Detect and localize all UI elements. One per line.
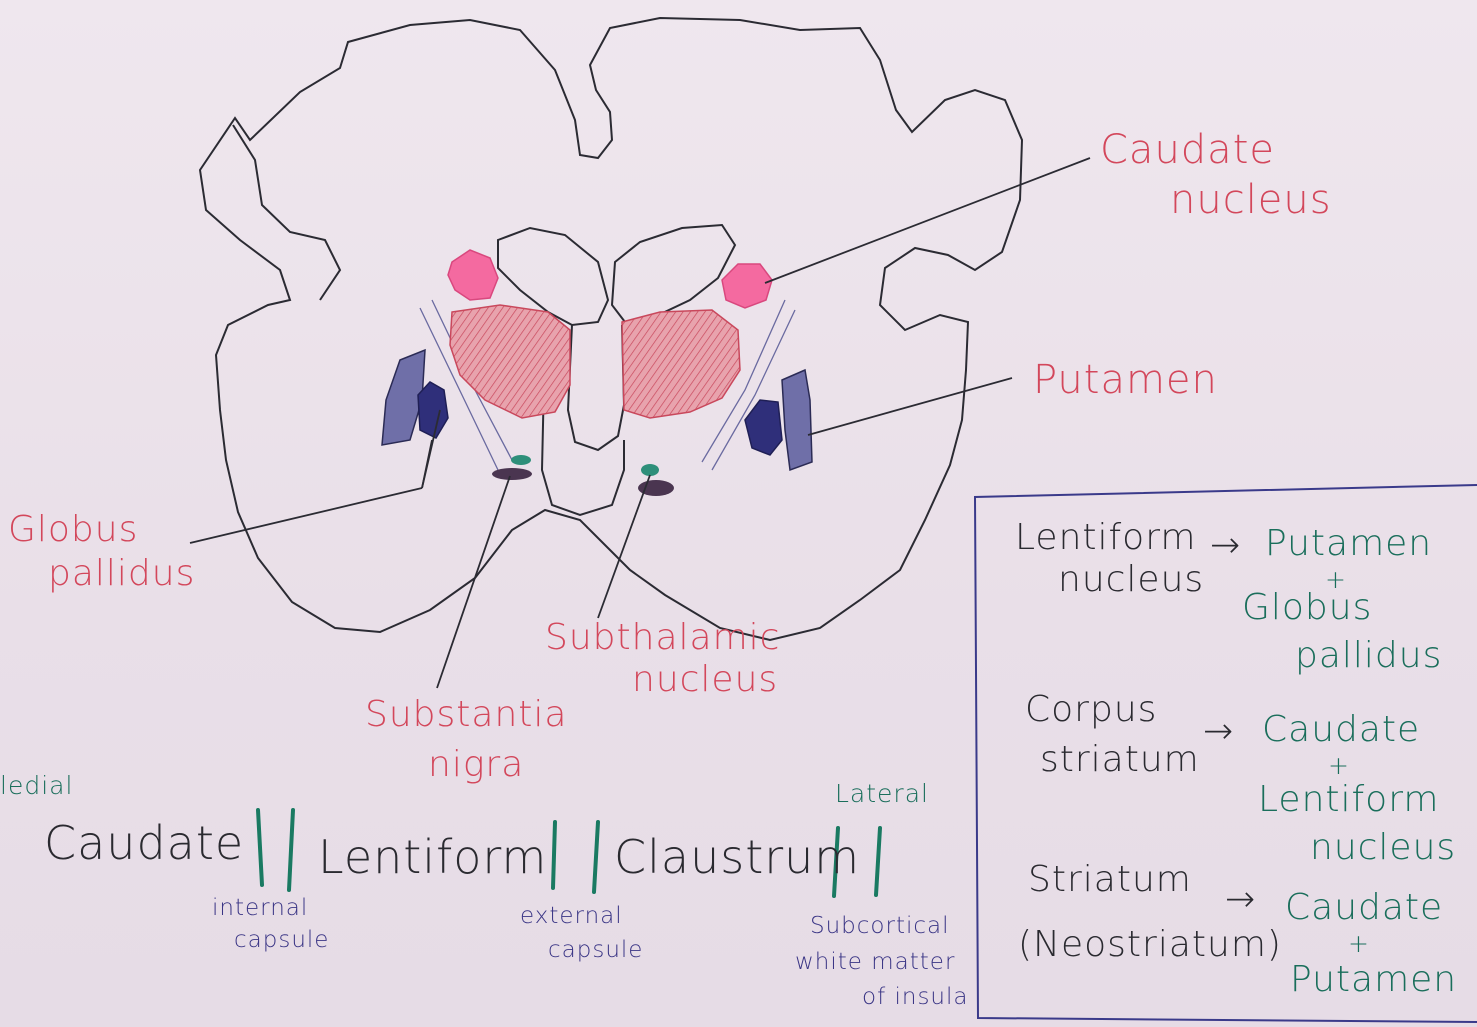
globus-pallidus-label-line1: Globus: [8, 510, 138, 550]
caudate-right: [722, 264, 772, 308]
insula-white-matter-label-line1: Subcortical: [810, 914, 950, 939]
def3-part-1: Caudate: [1285, 888, 1443, 928]
def1-term-line2: nucleus: [1058, 560, 1204, 600]
internal-capsule-label-line1: internal: [212, 896, 308, 921]
medial-label: ledial: [0, 772, 73, 800]
insula-white-matter-label-line3: of insula: [862, 985, 969, 1010]
putamen-label: Putamen: [1033, 358, 1218, 402]
subthalamic-nucleus-label-line2: nucleus: [632, 660, 778, 700]
substantia-nigra-label-line1: Substantia: [365, 695, 567, 735]
caudate-left: [448, 250, 498, 300]
def2-term-line2: striatum: [1040, 740, 1200, 780]
globus-pallidus-label-line2: pallidus: [48, 554, 195, 594]
def3-term-line2: (Neostriatum): [1018, 925, 1282, 965]
def2-arrow: →: [1203, 712, 1234, 752]
brain-outline: [200, 18, 1022, 640]
def3-arrow: →: [1225, 880, 1256, 920]
def3-part-2: Putamen: [1290, 960, 1457, 1000]
caudate-nucleus-label-line2: nucleus: [1170, 178, 1332, 222]
def1-part-2: Globus: [1242, 588, 1372, 628]
def3-plus: +: [1348, 930, 1370, 958]
def1-term-line1: Lentiform: [1015, 518, 1196, 558]
def1-arrow: →: [1210, 526, 1241, 566]
def3-term-line1: Striatum: [1028, 860, 1192, 900]
leader-lines: [190, 158, 1090, 688]
def2-part-2: Lentiform: [1258, 780, 1439, 820]
left-sulcus: [233, 125, 340, 300]
def2-term-line1: Corpus: [1025, 690, 1157, 730]
substantia-nigra-label-line2: nigra: [428, 745, 524, 785]
insula-white-matter-label-line2: white matter: [795, 950, 955, 975]
layer-lentiform: Lentiform: [318, 832, 547, 883]
substantia-nigra-left: [492, 468, 532, 480]
lateral-label: Lateral: [835, 780, 929, 808]
globus-pallidus-right: [745, 400, 782, 455]
layer-caudate: Caudate: [44, 818, 244, 869]
def1-part-3: pallidus: [1295, 636, 1442, 676]
external-capsule-label-line2: capsule: [548, 938, 643, 963]
def2-part-1: Caudate: [1262, 710, 1420, 750]
thalamus-right: [622, 310, 740, 418]
def1-part-1: Putamen: [1265, 524, 1432, 564]
def2-plus: +: [1328, 752, 1350, 780]
subthalamic-nucleus-label-line1: Subthalamic: [545, 618, 780, 658]
subthalamic-nucleus-right: [641, 464, 659, 476]
def2-part-3: nucleus: [1310, 828, 1456, 868]
layer-claustrum: Claustrum: [614, 832, 860, 883]
thalamus-left: [450, 305, 570, 418]
caudate-nucleus-label-line1: Caudate: [1100, 128, 1275, 172]
internal-capsule-label-line2: capsule: [234, 928, 329, 953]
subthalamic-nucleus-left: [511, 455, 531, 465]
globus-pallidus-left: [418, 382, 448, 438]
putamen-right: [782, 370, 812, 470]
external-capsule-label-line1: external: [520, 904, 623, 929]
ventricle-outline-right: [612, 225, 735, 322]
